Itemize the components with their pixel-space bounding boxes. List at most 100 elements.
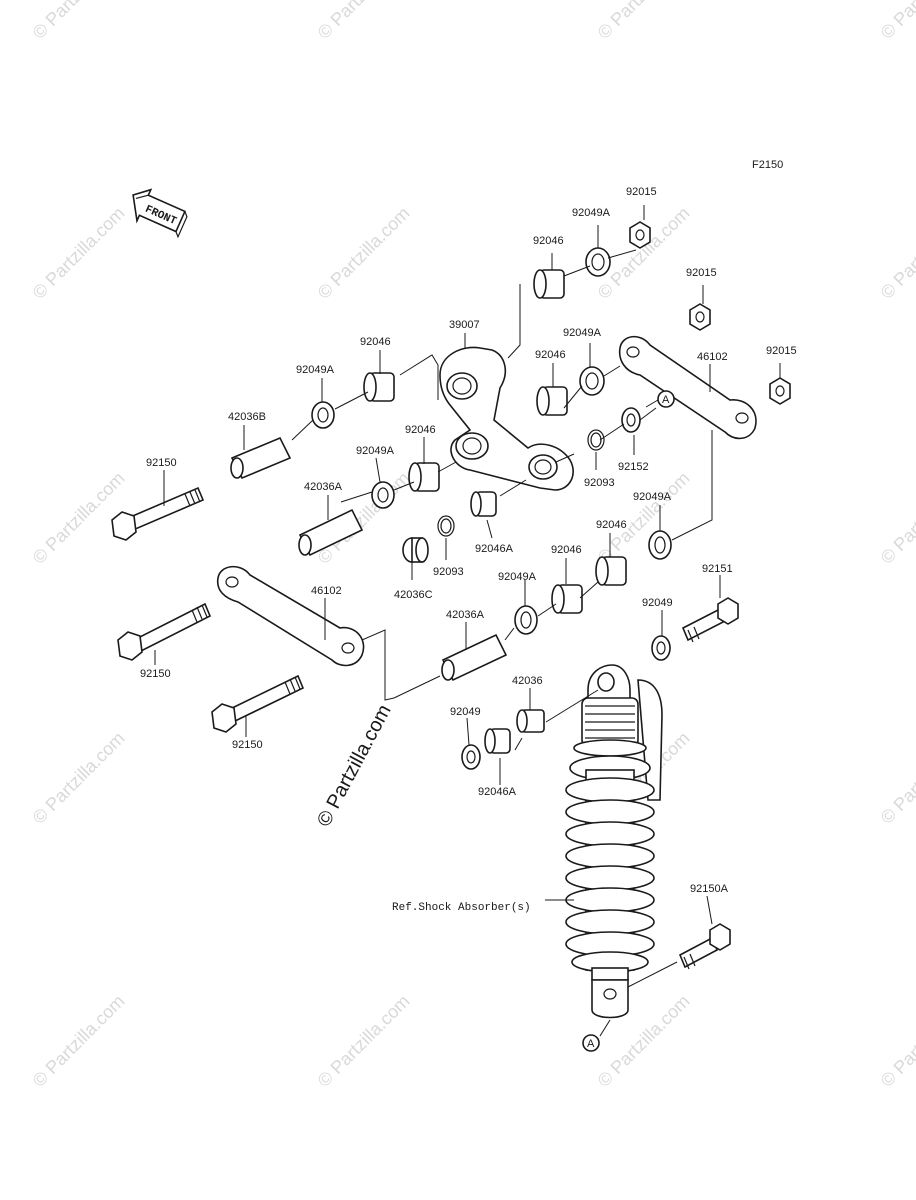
watermark-1: © Partzilla.com: [29, 0, 129, 43]
bolt-92151: [681, 597, 739, 643]
nuts-92015: [629, 221, 791, 405]
collar-92152: [621, 407, 641, 433]
ref-shock-absorber-label: Ref.Shock Absorber(s): [392, 902, 531, 914]
bearing-92046a-2: [484, 728, 511, 754]
label-92150a: 92150A: [690, 883, 729, 895]
bearing-92046a-1: [470, 491, 497, 517]
label-92049a: 92049A: [572, 207, 611, 219]
watermark-19: © Partzilla.com: [877, 991, 916, 1091]
collar-42036b: [230, 436, 292, 480]
watermark-main: © Partzilla.com: [313, 701, 396, 830]
label-39007: 39007: [449, 319, 480, 331]
label-92015: 92015: [626, 186, 657, 198]
seal-92049a-3: [311, 401, 335, 429]
callout-a-lower-label: A: [587, 1038, 595, 1050]
seal-92049a-1: [585, 247, 611, 277]
part-labels: 92015 92049A 92046 92015 92015 39007 920…: [140, 186, 797, 914]
bearing-92046-5: [595, 556, 627, 586]
label-92150: 92150: [146, 457, 177, 469]
label-92093: 92093: [433, 566, 464, 578]
seal-92049a-5: [648, 530, 672, 560]
label-92046: 92046: [535, 349, 566, 361]
label-92151: 92151: [702, 563, 733, 575]
nut-92015-3: [769, 377, 791, 405]
rocker-arm-39007: [439, 346, 574, 491]
tie-rod-46102-upper: [618, 335, 757, 440]
watermark-8: © Partzilla.com: [877, 203, 916, 303]
label-92049a: 92049A: [563, 327, 602, 339]
watermark-16: © Partzilla.com: [29, 991, 129, 1091]
watermark-12: © Partzilla.com: [877, 468, 916, 568]
label-92049: 92049: [450, 706, 481, 718]
label-42036c: 42036C: [394, 589, 433, 601]
label-92152: 92152: [618, 461, 649, 473]
label-92046: 92046: [533, 235, 564, 247]
watermark-17: © Partzilla.com: [314, 991, 414, 1091]
label-92049a: 92049A: [296, 364, 335, 376]
label-42036a: 42036A: [304, 481, 343, 493]
label-92150: 92150: [140, 668, 171, 680]
label-92046: 92046: [360, 336, 391, 348]
bearing-92046-2: [363, 372, 395, 402]
tie-rod-46102-lower: [216, 565, 365, 667]
front-arrow-icon: FRONT: [132, 188, 188, 239]
bolt-92150-2: [117, 602, 212, 661]
label-46102: 46102: [311, 585, 342, 597]
collar-42036a-1: [298, 508, 364, 557]
label-92049: 92049: [642, 597, 673, 609]
collars: [230, 436, 545, 733]
bolts: [111, 486, 739, 970]
callout-a-upper-label: A: [662, 394, 670, 406]
watermark-5: © Partzilla.com: [29, 203, 129, 303]
needle-bearings: [363, 269, 627, 754]
watermark-15: © Partzilla.com: [877, 728, 916, 828]
collar-42036a-2: [441, 633, 508, 682]
label-92150: 92150: [232, 739, 263, 751]
seal-92049-2: [461, 744, 481, 770]
nut-92015-2: [689, 303, 711, 331]
collar-42036: [516, 709, 545, 733]
watermark-4: © Partzilla.com: [877, 0, 916, 43]
label-92049a: 92049A: [633, 491, 672, 503]
label-92046a: 92046A: [478, 786, 517, 798]
seal-92049a-6: [514, 605, 538, 635]
watermark-3: © Partzilla.com: [594, 0, 694, 43]
label-42036b: 42036B: [228, 411, 266, 423]
watermark-13: © Partzilla.com: [29, 728, 129, 828]
bolt-92150-3: [211, 674, 305, 733]
leader-lines: [154, 205, 781, 1037]
collar-42036c: [402, 537, 429, 563]
seal-92049-1: [651, 635, 671, 661]
label-92015: 92015: [686, 267, 717, 279]
label-92046: 92046: [596, 519, 627, 531]
label-92093: 92093: [584, 477, 615, 489]
figure-id: F2150: [752, 159, 783, 171]
bearing-92046-4: [408, 462, 440, 492]
seal-92049a-2: [579, 366, 605, 396]
label-42036a: 42036A: [446, 609, 485, 621]
nut-92015-1: [629, 221, 651, 249]
label-92049a: 92049A: [356, 445, 395, 457]
seals-washers: [311, 247, 672, 770]
bearing-92046-6: [551, 584, 583, 614]
watermark-6: © Partzilla.com: [314, 203, 414, 303]
label-42036: 42036: [512, 675, 543, 687]
bearing-92046-3: [536, 386, 568, 416]
shock-absorber: [565, 664, 663, 1019]
bolt-92150a: [678, 923, 731, 970]
label-92049a: 92049A: [498, 571, 537, 583]
bearing-92046-1: [533, 269, 565, 299]
watermark-2: © Partzilla.com: [314, 0, 414, 43]
ring-92093-2: [437, 515, 455, 537]
bolt-92150-1: [111, 486, 205, 541]
label-92046: 92046: [551, 544, 582, 556]
label-92015: 92015: [766, 345, 797, 357]
label-92046: 92046: [405, 424, 436, 436]
callout-a-upper: A: [657, 390, 675, 408]
label-46102: 46102: [697, 351, 728, 363]
ring-92093-1: [587, 429, 605, 451]
callout-a-lower: A: [582, 1034, 600, 1052]
spring-coils: [565, 777, 655, 973]
seal-92049a-4: [371, 481, 395, 509]
